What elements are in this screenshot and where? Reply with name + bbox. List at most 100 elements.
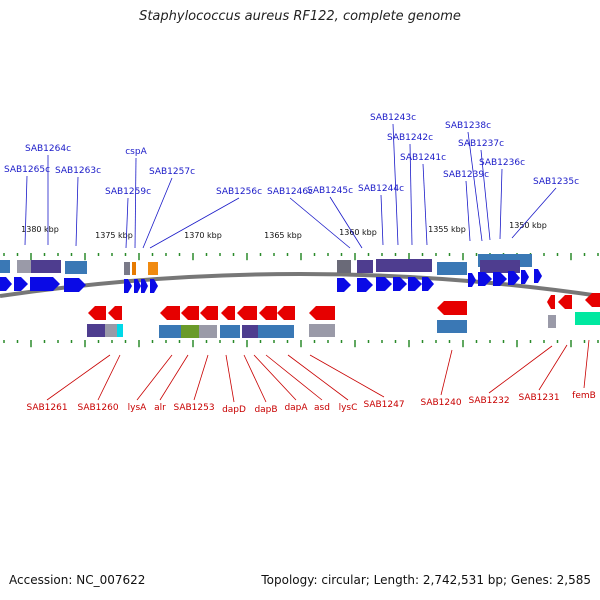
scale-label: 1360 kbp	[339, 228, 377, 237]
reverse-gene-arrow[interactable]	[160, 306, 180, 320]
forward-leader-line	[422, 163, 428, 246]
reverse-gene-arrow[interactable]	[585, 293, 600, 307]
scale-label: 1370 kbp	[184, 231, 222, 240]
forward-gene-label: SAB1259c	[105, 187, 151, 197]
reverse-leader-line	[193, 354, 209, 401]
forward-gene-arrow[interactable]	[150, 279, 158, 293]
forward-leader-line	[392, 123, 399, 246]
scale-label: 1355 kbp	[428, 225, 466, 234]
reverse-gene-arrow[interactable]	[88, 306, 106, 320]
forward-gene-arrow[interactable]	[64, 278, 86, 292]
bottom-feature-box	[437, 320, 467, 333]
reverse-gene-label: SAB1232	[468, 396, 509, 406]
bottom-feature-box	[258, 325, 276, 338]
feature-boxes	[0, 254, 600, 338]
forward-gene-label: SAB1263c	[55, 166, 101, 176]
reverse-leader-line	[309, 354, 385, 398]
forward-gene-arrow[interactable]	[337, 278, 351, 292]
reverse-leader-line	[136, 354, 173, 401]
forward-leader-line	[142, 177, 173, 249]
reverse-gene-arrow[interactable]	[309, 306, 335, 320]
reverse-gene-arrow[interactable]	[437, 301, 467, 315]
scale-ticks	[3, 253, 599, 348]
bottom-feature-box	[575, 312, 600, 325]
reverse-gene-arrow[interactable]	[200, 306, 218, 320]
forward-gene-label: SAB1257c	[149, 167, 195, 177]
forward-gene-arrow[interactable]	[30, 277, 60, 291]
forward-gene-arrow[interactable]	[357, 278, 373, 292]
forward-gene-arrow[interactable]	[141, 279, 148, 293]
forward-gene-label: SAB1237c	[458, 139, 504, 149]
reverse-gene-label: dapA	[284, 403, 308, 413]
forward-gene-arrow[interactable]	[468, 273, 476, 287]
reverse-gene-arrow[interactable]	[181, 306, 199, 320]
forward-gene-arrow[interactable]	[422, 277, 434, 291]
reverse-gene-label: dapB	[254, 405, 277, 415]
forward-gene-label: SAB1265c	[4, 165, 50, 175]
reverse-leader-line	[46, 354, 111, 401]
forward-gene-arrow[interactable]	[134, 279, 141, 293]
reverse-gene-label: SAB1231	[518, 393, 559, 403]
forward-leader-line	[467, 131, 483, 242]
reverse-gene-label: asd	[314, 403, 330, 413]
reverse-gene-label: femB	[572, 391, 596, 401]
reverse-gene-arrow[interactable]	[237, 306, 257, 320]
forward-gene-arrow[interactable]	[521, 270, 529, 284]
forward-gene-arrow[interactable]	[14, 277, 28, 291]
forward-leader-line	[125, 197, 129, 249]
forward-gene-label: SAB1236c	[479, 158, 525, 168]
forward-leader-line	[380, 194, 384, 246]
bottom-feature-box	[87, 324, 105, 337]
top-feature-box	[480, 260, 520, 273]
forward-gene-arrow[interactable]	[393, 277, 407, 291]
forward-gene-arrow[interactable]	[478, 272, 492, 286]
scale-label: 1350 kbp	[509, 221, 547, 230]
bottom-feature-box	[276, 325, 294, 338]
reverse-leader-line	[488, 345, 553, 394]
reverse-leader-line	[583, 339, 590, 389]
reverse-gene-arrow[interactable]	[259, 306, 277, 320]
forward-gene-label: SAB1256c	[216, 187, 262, 197]
reverse-leader-line	[243, 354, 267, 403]
reverse-gene-arrow[interactable]	[108, 306, 122, 320]
reverse-gene-arrow[interactable]	[221, 306, 235, 320]
top-feature-box	[124, 262, 130, 275]
reverse-leader-line	[265, 354, 323, 401]
gene-arrows	[0, 269, 600, 320]
forward-gene-label: SAB1238c	[445, 121, 491, 131]
reverse-gene-label: dapD	[222, 405, 246, 415]
forward-gene-arrow[interactable]	[0, 277, 12, 291]
reverse-leader-line	[225, 354, 235, 403]
reverse-gene-arrow[interactable]	[277, 306, 295, 320]
forward-gene-label: SAB1243c	[370, 113, 416, 123]
reverse-gene-label: alr	[154, 403, 166, 413]
forward-leader-line	[409, 143, 413, 246]
top-feature-box	[0, 260, 10, 273]
forward-gene-arrow[interactable]	[493, 272, 507, 286]
map-title: Staphylococcus aureus RF122, complete ge…	[139, 9, 461, 24]
forward-gene-arrow[interactable]	[376, 277, 392, 291]
top-feature-box	[437, 262, 467, 275]
reverse-gene-arrow[interactable]	[558, 295, 572, 309]
forward-gene-arrow[interactable]	[124, 279, 132, 293]
forward-gene-arrow[interactable]	[534, 269, 542, 283]
forward-gene-label: cspA	[125, 147, 147, 157]
forward-gene-arrow[interactable]	[508, 271, 520, 285]
forward-leader-line	[480, 149, 491, 241]
reverse-gene-label: lysC	[339, 403, 358, 413]
top-feature-box	[357, 260, 373, 273]
forward-gene-label: SAB1245c	[307, 186, 353, 196]
forward-gene-labels: SAB1265cSAB1264cSAB1263ccspASAB1259cSAB1…	[4, 113, 579, 249]
accession-text: Accession: NC_007622	[9, 573, 146, 587]
genome-summary-text: Topology: circular; Length: 2,742,531 bp…	[261, 573, 591, 587]
bottom-feature-box	[220, 325, 240, 338]
bottom-feature-box	[181, 325, 199, 338]
forward-gene-arrow[interactable]	[408, 277, 422, 291]
reverse-gene-arrow[interactable]	[547, 295, 555, 309]
top-feature-box	[337, 260, 351, 273]
reverse-leader-line	[287, 354, 349, 401]
bottom-feature-box	[548, 315, 556, 328]
bottom-feature-box	[309, 324, 335, 337]
